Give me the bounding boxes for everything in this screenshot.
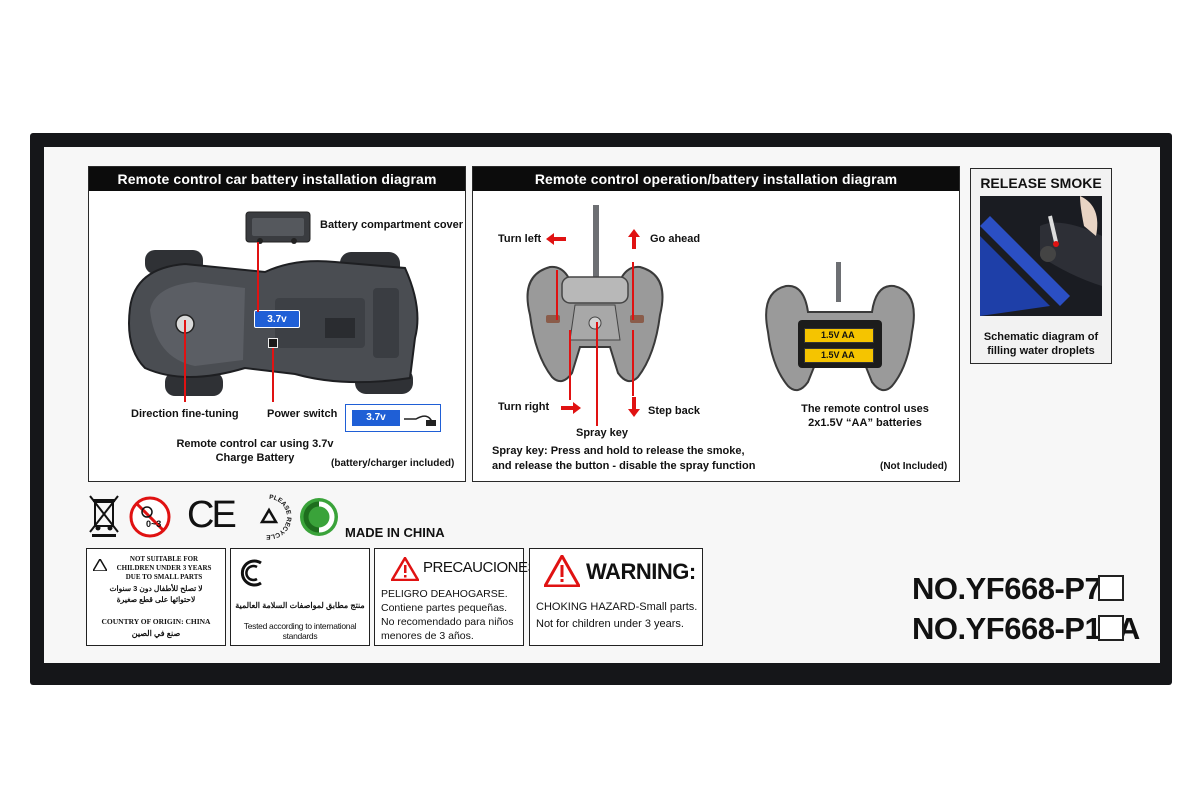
- turn-left-leader: [556, 270, 558, 320]
- car-included-note: (battery/charger included): [331, 458, 455, 469]
- warning-box: WARNING: CHOKING HAZARD-Small parts. Not…: [529, 548, 703, 646]
- go-ahead-leader: [632, 262, 634, 320]
- warning-l2: Not for children under 3 years.: [536, 618, 684, 630]
- model-number-p7a: NO.YF668-P7A: [912, 571, 1124, 606]
- spray-desc-line1: Spray key: Press and hold to release the…: [492, 445, 745, 457]
- age-arabic-made: صنع في الصين: [131, 629, 181, 638]
- warning-triangle-icon: [544, 555, 580, 587]
- direction-label: Direction fine-tuning: [131, 408, 239, 420]
- smoke-fill-photo: [980, 196, 1102, 316]
- green-dot-icon: [300, 498, 338, 536]
- model-p7a-checkbox: [1098, 575, 1124, 601]
- power-switch-shape: [268, 338, 278, 348]
- car-battery-badge: 3.7v: [254, 310, 300, 328]
- car-section-title: Remote control car battery installation …: [89, 167, 465, 191]
- cover-leader: [257, 242, 259, 312]
- remote-section-title: Remote control operation/battery install…: [473, 167, 959, 191]
- step-back-label: Step back: [648, 405, 700, 417]
- smoke-caption-line2: filling water droplets: [987, 345, 1095, 357]
- direction-leader: [184, 320, 186, 402]
- battery-aa-2-label: 1.5V AA: [821, 350, 855, 360]
- turn-left-label: Turn left: [498, 233, 542, 245]
- not-included-note: (Not Included): [880, 461, 948, 472]
- precauciones-warning-icon: [391, 557, 419, 581]
- standards-box: منتج مطابق لمواصفات السلامة العالمية Tes…: [230, 548, 370, 646]
- remote-uses-line1: The remote control uses: [801, 403, 929, 415]
- precauciones-box: PRECAUCIONES: PELIGRO DEAHOGARSE. Contie…: [374, 548, 541, 646]
- standards-text: Tested according to international standa…: [243, 621, 357, 641]
- age-arabic2: لاحتوائها على قطع صغيرة: [116, 595, 196, 604]
- precauciones-l3: No recomendado para niños: [381, 616, 514, 628]
- go-ahead-arrow-icon: [628, 229, 640, 249]
- precauciones-title: PRECAUCIONES:: [423, 559, 541, 576]
- ce-mark: CE: [187, 494, 237, 536]
- precauciones-l4: menores de 3 años.: [381, 630, 474, 642]
- remote-uses-line2: 2x1.5V “AA” batteries: [808, 417, 922, 429]
- battery-cover-illustration: [245, 211, 311, 244]
- please-recycle-icon: PLEASE RECYCLE: [259, 494, 292, 540]
- age-arabic1: لا تصلح للأطفال دون 3 سنوات: [109, 584, 203, 593]
- age-warning-text: 0~3: [146, 519, 162, 529]
- weee-bin-icon: [89, 495, 119, 537]
- warning-title: WARNING:: [586, 559, 696, 584]
- svg-text:PLEASE RECYCLE: PLEASE RECYCLE: [265, 494, 292, 540]
- model-p12a-checkbox: [1098, 615, 1124, 641]
- age-line3: DUE TO SMALL PARTS: [125, 573, 203, 581]
- age-line1: NOT SUITABLE FOR: [129, 555, 199, 563]
- step-back-leader: [632, 330, 634, 396]
- spray-key-label: Spray key: [576, 427, 628, 439]
- go-ahead-label: Go ahead: [650, 233, 701, 245]
- turn-left-arrow-icon: [546, 233, 566, 245]
- turn-right-leader: [569, 330, 571, 400]
- precauciones-l2: Contiene partes pequeñas.: [381, 602, 508, 614]
- standards-logo-icon: [240, 559, 262, 587]
- charger-plug-icon: [404, 415, 436, 426]
- recycle-ring-text: PLEASE RECYCLE: [265, 494, 292, 540]
- battery-aa-2: 1.5V AA: [804, 348, 874, 363]
- standards-arabic: منتج مطابق لمواصفات السلامة العالمية: [235, 601, 365, 610]
- remote-front-illustration: [526, 205, 664, 383]
- smoke-title: RELEASE SMOKE: [980, 175, 1102, 191]
- battery-cover-label: Battery compartment cover: [320, 219, 464, 231]
- age-line2: CHILDREN UNDER 3 YEARS: [116, 564, 212, 572]
- car-using-line1: Remote control car using 3.7v: [176, 438, 334, 450]
- spray-desc-line2: and release the button - disable the spr…: [492, 460, 756, 472]
- car-battery-badge-label: 3.7v: [267, 314, 287, 325]
- made-in-china: MADE IN CHINA: [345, 525, 445, 540]
- charger-battery-badge: 3.7v: [352, 410, 400, 426]
- warning-l1: CHOKING HAZARD-Small parts.: [536, 601, 698, 613]
- small-warning-triangle-icon: [93, 559, 107, 571]
- spray-leader: [596, 322, 598, 426]
- smoke-caption-line1: Schematic diagram of: [983, 331, 1099, 343]
- age-warning-icon: [129, 496, 171, 538]
- charger-battery-label: 3.7v: [366, 412, 386, 423]
- age-country: COUNTRY OF ORIGIN: CHINA: [101, 617, 211, 626]
- precauciones-l1: PELIGRO DEAHOGARSE.: [381, 588, 508, 600]
- power-leader: [272, 348, 274, 402]
- age-warning-box: NOT SUITABLE FOR CHILDREN UNDER 3 YEARS …: [86, 548, 226, 646]
- battery-aa-1: 1.5V AA: [804, 328, 874, 343]
- turn-right-arrow-icon: [561, 402, 581, 414]
- car-using-line2: Charge Battery: [215, 452, 295, 464]
- turn-right-label: Turn right: [498, 401, 550, 413]
- power-label: Power switch: [267, 408, 338, 420]
- battery-aa-1-label: 1.5V AA: [821, 330, 855, 340]
- step-back-arrow-icon: [628, 397, 640, 417]
